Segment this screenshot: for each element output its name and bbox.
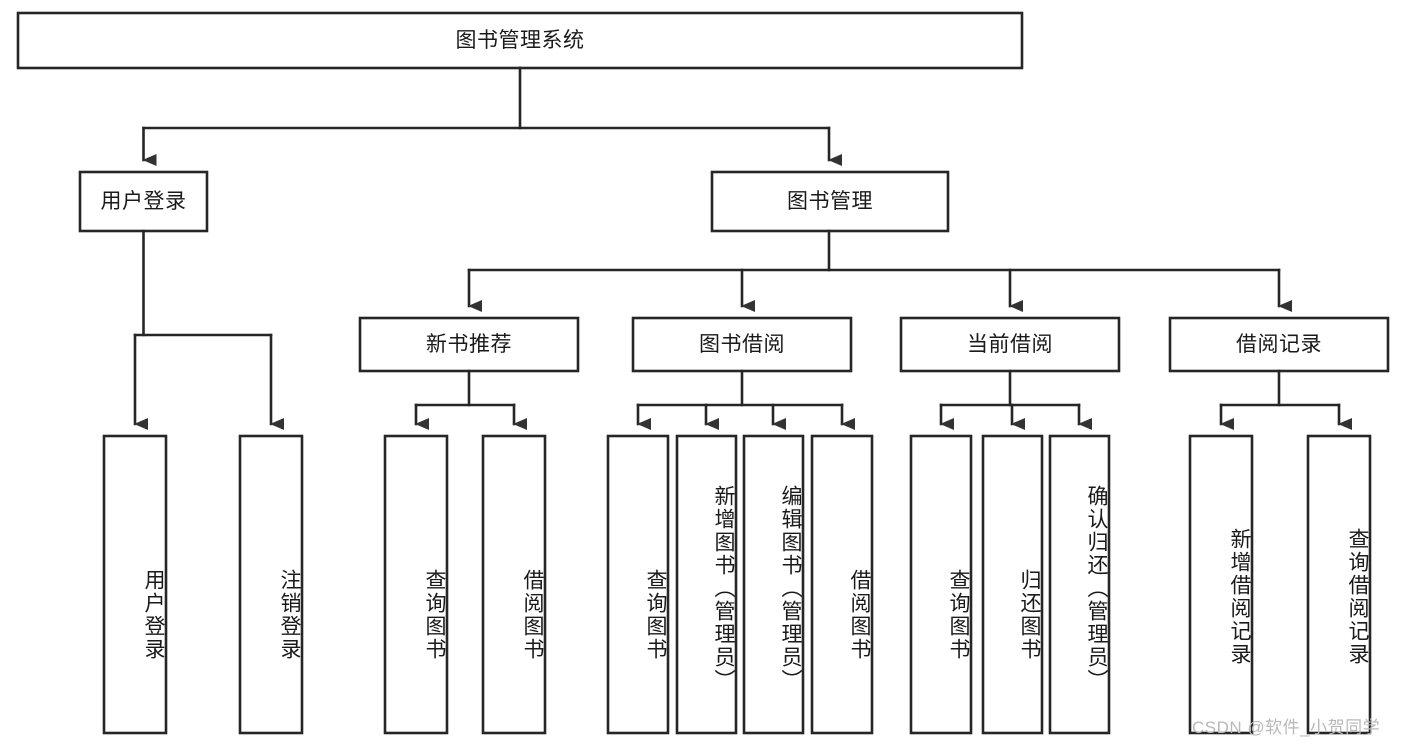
node-box-leaf-add-record[interactable] [1188, 434, 1254, 735]
node-box-leaf-query-book-1[interactable] [383, 434, 449, 735]
node-box-leaf-query-record[interactable] [1306, 434, 1372, 735]
node-box-leaf-borrow-book-2[interactable] [810, 434, 874, 735]
node-box-borrow-record[interactable] [1168, 316, 1390, 373]
node-box-user-login[interactable] [78, 170, 209, 233]
node-box-new-book-recommend[interactable] [358, 316, 580, 373]
node-box-root[interactable] [16, 11, 1024, 70]
node-box-leaf-query-book-3[interactable] [909, 434, 973, 735]
node-box-leaf-confirm-return[interactable] [1048, 434, 1111, 735]
node-box-leaf-add-book[interactable] [675, 434, 738, 735]
node-box-leaf-logout-login[interactable] [238, 434, 304, 735]
node-box-leaf-query-book-2[interactable] [606, 434, 670, 735]
node-box-current-borrow[interactable] [899, 316, 1121, 373]
node-box-leaf-user-login[interactable] [102, 434, 168, 735]
csdn-watermark: CSDN @软件_小贺同学 [1192, 718, 1381, 737]
node-box-leaf-edit-book[interactable] [742, 434, 805, 735]
node-box-leaf-return-book[interactable] [981, 434, 1044, 735]
node-box-book-borrow[interactable] [631, 316, 853, 373]
node-box-leaf-borrow-book-1[interactable] [481, 434, 547, 735]
node-box-book-management[interactable] [710, 170, 950, 233]
